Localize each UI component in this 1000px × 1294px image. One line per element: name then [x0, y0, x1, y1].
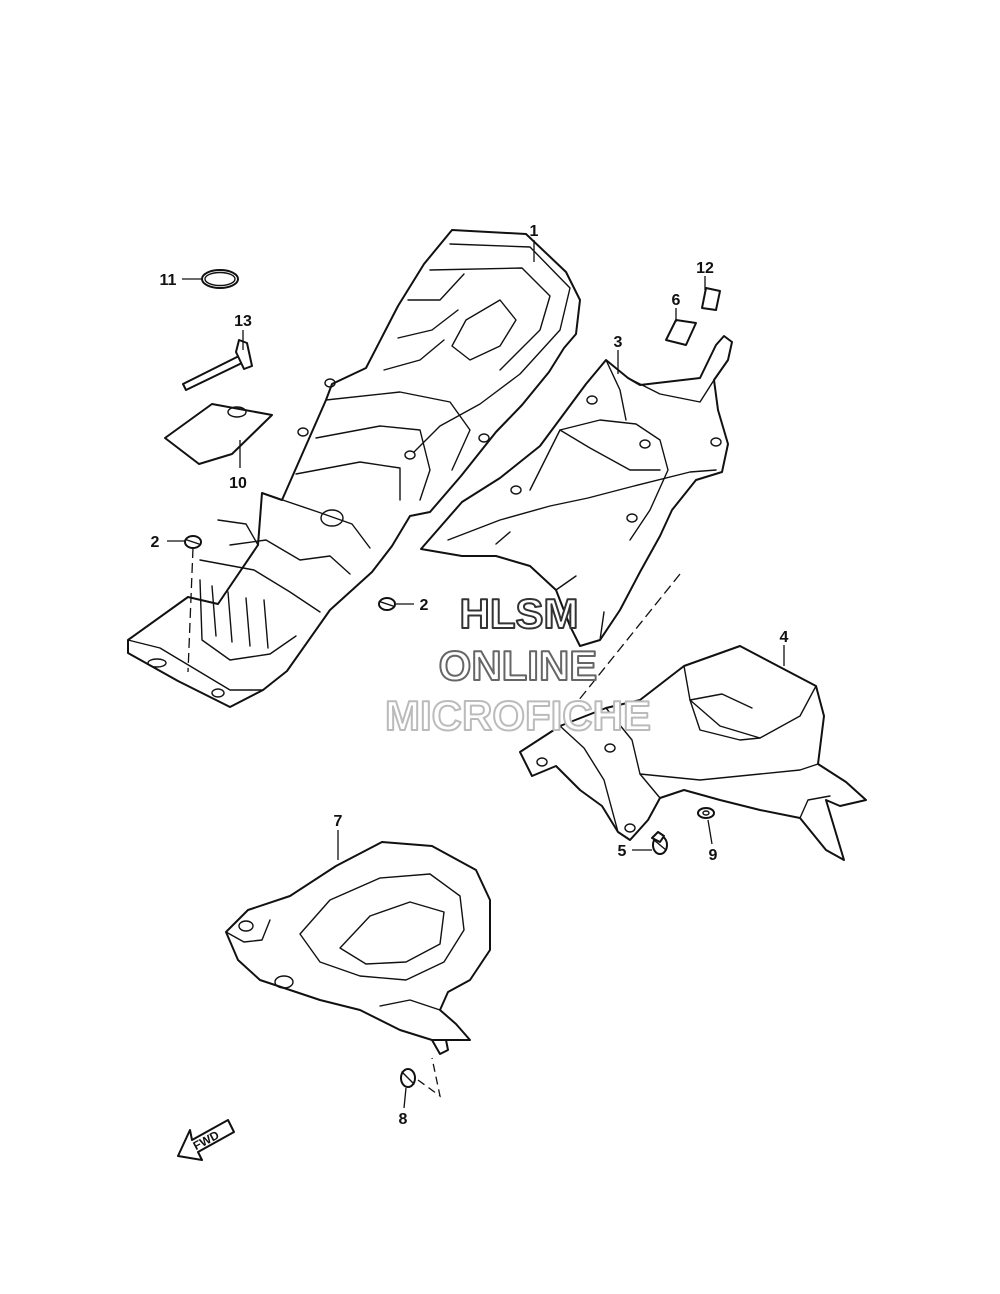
fwd-arrow: FWD	[177, 1119, 235, 1161]
watermark: HLSM ONLINE MICROFICHE	[384, 589, 652, 740]
part-12-label	[701, 287, 721, 311]
part-5-bolt	[651, 831, 668, 855]
part-10-pad	[164, 403, 273, 465]
callout-numbers: 1 11 13 10 2 2 3 6 12 4 5 9 7 8	[151, 223, 789, 1128]
callout-5: 5	[618, 843, 627, 860]
watermark-line-3: MICROFICHE	[385, 692, 651, 739]
watermark-line-1: HLSM	[460, 590, 579, 637]
part-8-bolt	[400, 1057, 441, 1098]
part-7-front-fender	[225, 841, 491, 1055]
part-1-rear-fender	[127, 229, 581, 708]
callout-leaders	[167, 240, 785, 1109]
part-2-screw-a	[184, 535, 202, 673]
callout-2b: 2	[420, 597, 429, 614]
callout-11: 11	[160, 272, 177, 289]
callout-4: 4	[780, 629, 789, 646]
callout-8: 8	[399, 1111, 408, 1128]
callout-1: 1	[530, 223, 539, 240]
part-6-label	[665, 319, 697, 346]
callout-2a: 2	[151, 534, 160, 551]
callout-12: 12	[696, 260, 714, 277]
watermark-line-2: ONLINE	[439, 642, 598, 689]
part-2-screw-b	[378, 597, 396, 611]
callout-6: 6	[672, 292, 681, 309]
callout-7: 7	[334, 813, 343, 830]
part-3-inner-fender	[420, 335, 733, 647]
part-9-washer	[697, 807, 715, 819]
part-4-rear-hugger	[519, 645, 867, 861]
callout-13: 13	[234, 313, 252, 330]
callout-10: 10	[229, 475, 247, 492]
callout-9: 9	[709, 847, 718, 864]
part-13-hex-key	[182, 339, 253, 391]
part-11-o-ring	[201, 269, 239, 289]
callout-3: 3	[614, 334, 623, 351]
